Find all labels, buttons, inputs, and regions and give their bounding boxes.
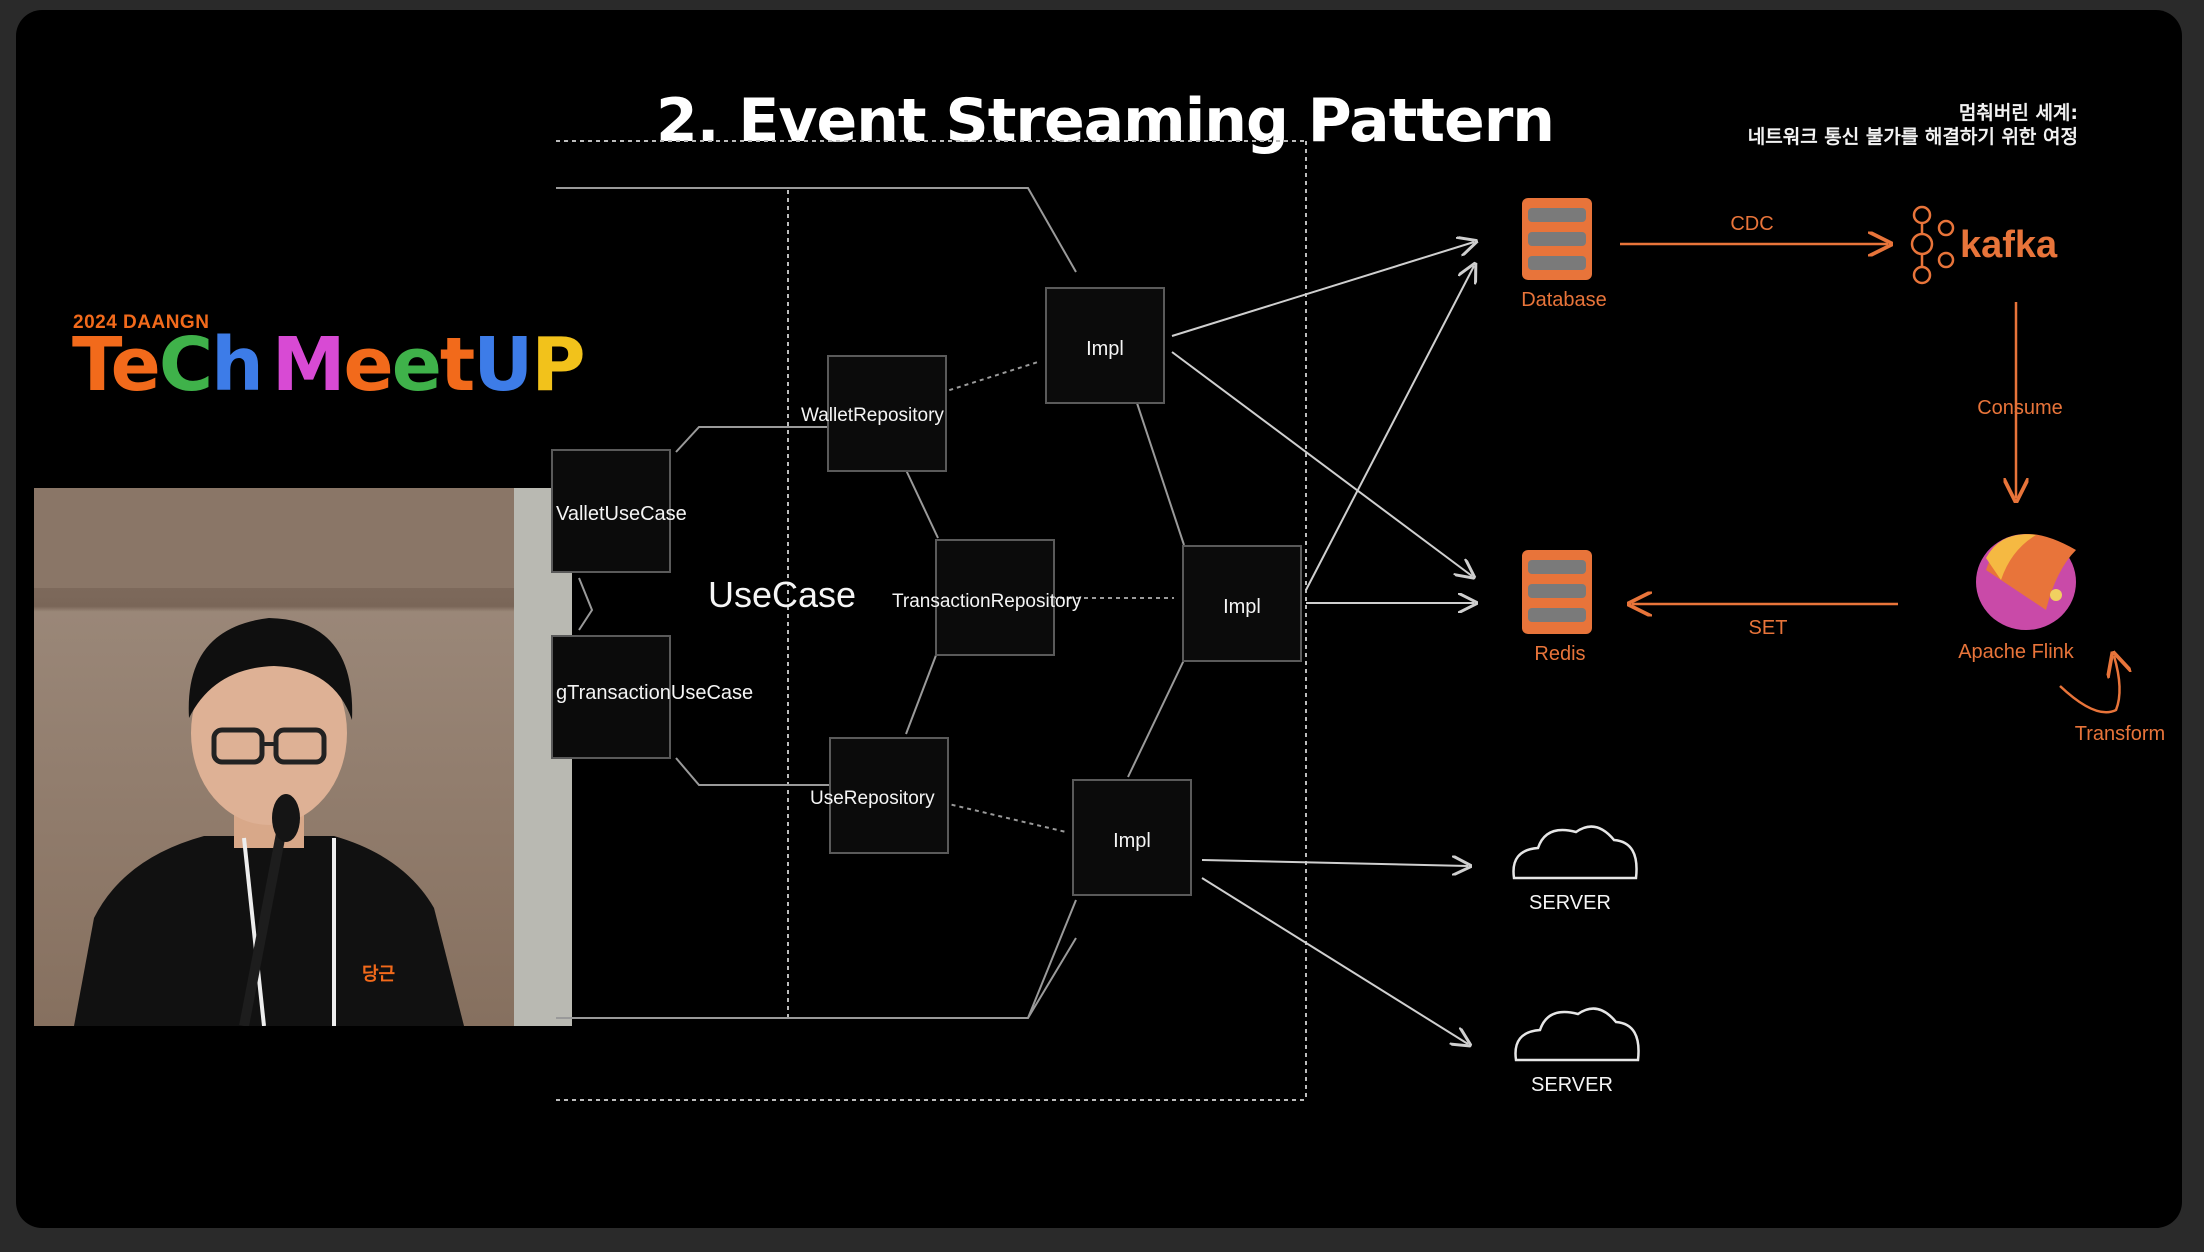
wallet-repository-label: WalletRepository [801,405,944,426]
logo-letter: e [343,322,394,408]
impl-mid-box [1182,545,1302,662]
logo-letter: t [439,322,475,408]
cloud-icon [1512,825,1638,880]
logo-letter: h [211,322,264,408]
transaction-usecase-box [551,635,671,759]
architecture-diagram: UseCase ValletUseCase gTransactionUseCas… [551,140,2165,1101]
usecase-label: UseCase [708,574,856,615]
wallet-usecase-label: ValletUseCase [556,503,687,525]
slide-subtitle-line1: 멈춰버린 세계: [1958,102,2078,124]
transaction-usecase-label: gTransactionUseCase [556,682,753,704]
server-label-1: SERVER [1529,892,1611,914]
flink-icon [1976,534,2076,630]
consume-label: Consume [1977,397,2063,419]
logo-letter: U [473,322,533,408]
kafka-icon [1910,205,1955,285]
logo-letter: T [72,322,113,408]
speaker-illustration: 당근 [34,488,572,1026]
slide-subtitle-line2: 네트워크 통신 불가를 해결하기 위한 여정 [1747,126,2078,148]
transform-arrow [2059,656,2120,714]
logo-year: 2024 DAANGN [73,312,210,333]
wallet-usecase-box [551,449,671,573]
use-repository-label: UseRepository [810,788,935,809]
set-label: SET [1749,617,1788,639]
hexagon-lines [556,187,1185,1019]
impl-arrows [1171,242,1474,1044]
logo-letter: M [271,322,346,408]
use-repository-box [829,737,949,854]
database-icon [1522,198,1592,280]
speaker-video: 당근 [34,488,572,1026]
database-label: Database [1521,289,1607,311]
boundary-box [556,140,1307,1101]
logo-letter: P [531,322,585,408]
flink-label: Apache Flink [1958,641,2075,663]
impl-mid-label: Impl [1223,596,1261,618]
logo-letter: C [158,322,213,408]
transaction-repository-label: TransactionRepository [892,591,1082,612]
impl-bot-label: Impl [1113,830,1151,852]
redis-icon [1522,550,1592,634]
logo-letter: e [110,322,161,408]
impl-top-box [1045,287,1165,404]
cdc-label: CDC [1730,213,1773,235]
transaction-repository-box [935,539,1055,656]
server-label-2: SERVER [1531,1074,1613,1096]
impl-top-label: Impl [1086,338,1124,360]
wallet-repository-box [827,355,947,472]
shirt-logo: 당근 [362,964,395,984]
impl-bot-box [1072,779,1192,896]
transform-label: Transform [2075,723,2165,745]
cloud-icon [1514,1007,1640,1062]
slide-frame: 2. Event Streaming Pattern 멈춰버린 세계: 네트워크… [16,10,2182,1228]
component-boxes [551,287,1302,896]
redis-label: Redis [1534,643,1585,665]
tech-meetup-logo: TeCh MeetUP [72,328,586,402]
kafka-label: kafka [1960,224,2058,266]
dependency-lines [933,361,1174,833]
logo-letter: e [391,322,442,408]
slide-title: 2. Event Streaming Pattern [656,86,1555,156]
